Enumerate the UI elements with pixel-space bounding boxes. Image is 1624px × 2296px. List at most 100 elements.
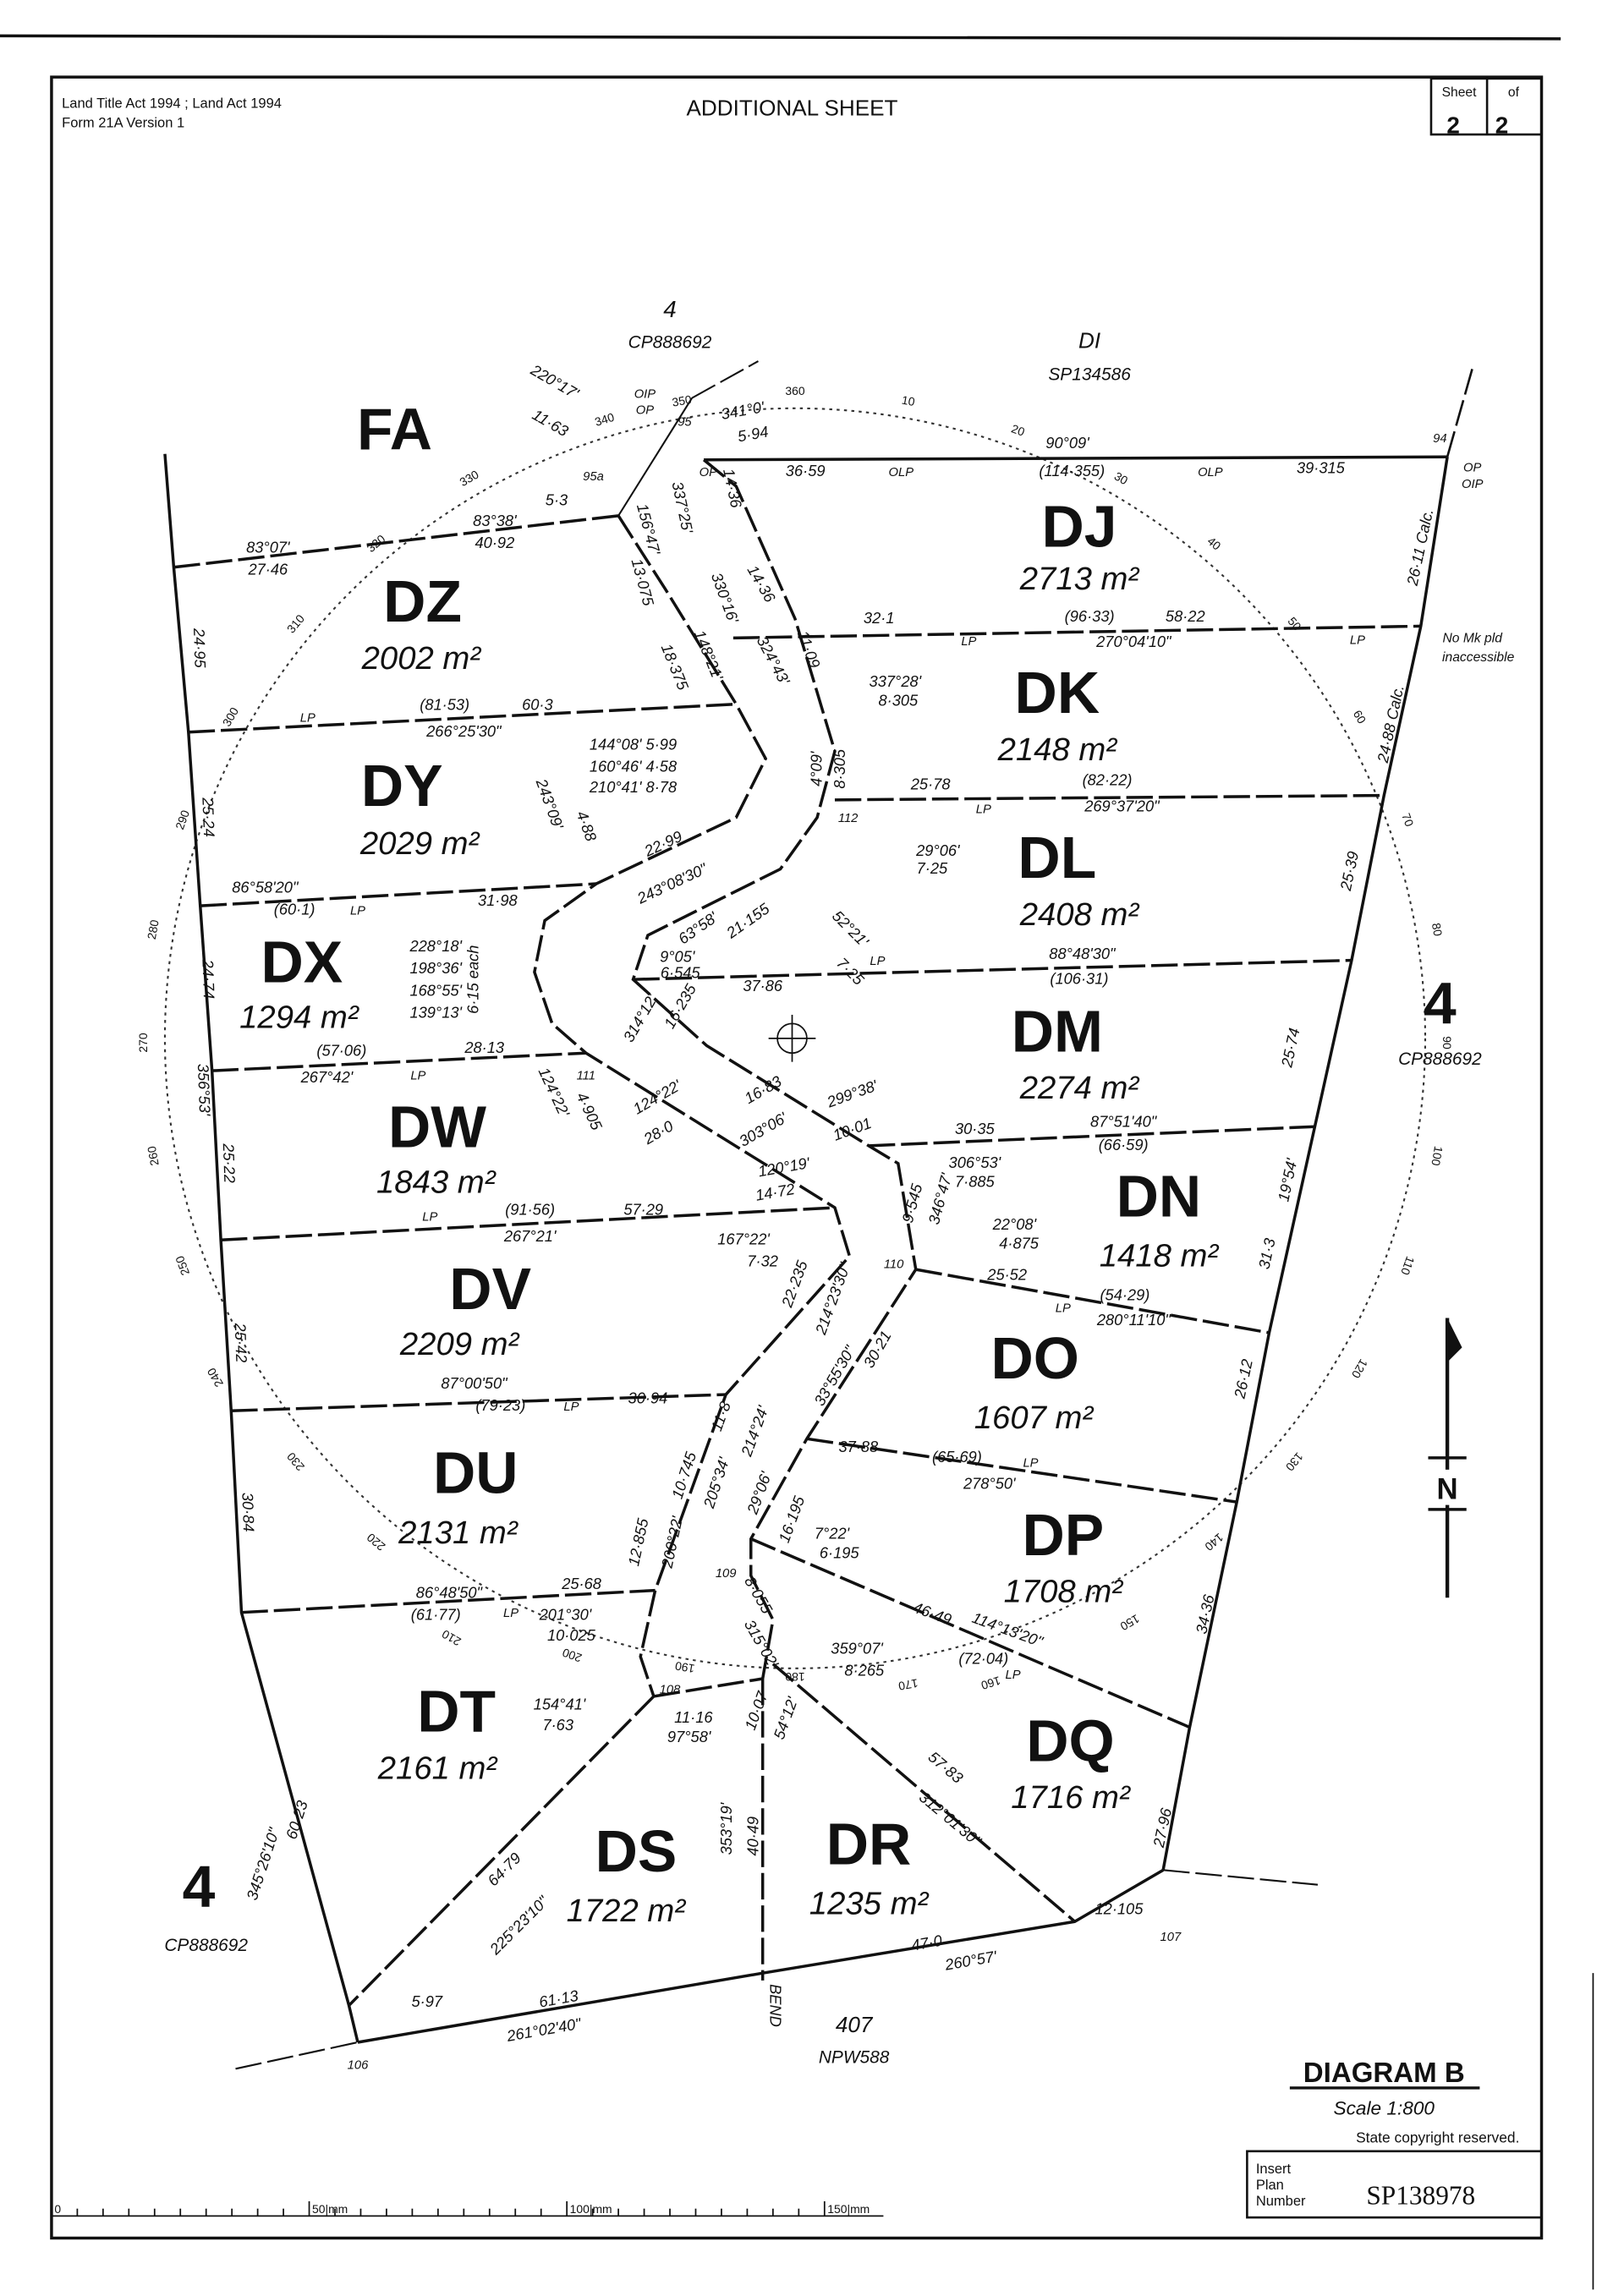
dimension-label: (66·59) [1099,1136,1149,1153]
lot-area-dt: 2161 m² [377,1750,498,1786]
bearing-ring-label: 160 [979,1674,1002,1692]
lot-area-du: 2131 m² [398,1515,518,1551]
bearing-ring-label: 140 [1202,1531,1226,1553]
adjoining-plan: CP888692 [628,332,712,352]
copyright-notice: State copyright reserved. [1356,2129,1519,2145]
outer-boundary [163,360,1473,2070]
dimension-label: (65·69) [932,1448,982,1466]
dimension-label: 37·86 [743,977,783,995]
dimension-label: 214°24' [737,1403,771,1459]
dimension-label: 26·11 Calc. [1403,507,1437,588]
bearing-ring-label: 90 [1440,1036,1454,1049]
dimension-label: 7·25 [833,954,868,989]
dimension-label: 5·94 [736,422,770,445]
bearing-ring-label: 290 [173,808,192,831]
dimension-label: 6·195 [820,1543,860,1561]
dimension-label: 346°47' [924,1171,955,1226]
dimension-label: 114°13'20" [970,1608,1046,1651]
dimension-label: 27·96 [1149,1806,1176,1849]
lot-area-dp: 1708 m² [1004,1574,1124,1610]
dimension-label: 25·74 [1277,1027,1303,1070]
dimension-label: LP [976,803,991,816]
dimension-label: 25·78 [910,775,952,793]
dimension-label: 52°21' [829,907,873,951]
plan-number: SP138978 [1366,2180,1475,2210]
dimension-label: 25·22 [220,1143,239,1183]
dimension-label: 243°08'30" [634,859,710,907]
bearing-ring-label: 70 [1399,811,1416,828]
dimension-label: 4·88 [573,808,601,844]
dimension-label: 210°41' 8·78 [589,778,678,796]
sheet-title: ADDITIONAL SHEET [686,95,897,120]
dimension-label: inaccessible [1442,650,1515,665]
dimension-label: 83°38' [473,512,517,529]
dimension-label: 25·52 [986,1265,1027,1283]
bearing-ring-label: 330 [457,468,480,490]
diagram-title: DIAGRAM B [1303,2058,1465,2089]
dimension-label: 337°25' [668,480,696,535]
bearing-ring-label: 110 [1398,1255,1418,1278]
dimension-label: OIP [1462,478,1484,491]
bearing-ring-label: 210 [439,1627,463,1649]
dimension-label: 58·22 [1166,607,1205,625]
lot-id-dn: DN [1116,1163,1202,1229]
dimension-label: (72·04) [958,1650,1008,1668]
dimension-label: 10·01 [831,1114,874,1144]
dimension-label: 124°22' [535,1065,573,1120]
dimension-label: 40·92 [475,534,515,551]
dimension-label: 108 [660,1683,681,1696]
dimension-label: 64·79 [484,1849,524,1889]
adjoining-plan: CP888692 [164,1936,248,1955]
dimension-label: 154°41' [534,1696,586,1713]
dimension-label: 306°53' [949,1153,1001,1171]
dimension-label: 28·13 [464,1038,504,1056]
lot-id-do: DO [991,1325,1079,1391]
lot-id-dl: DL [1018,825,1096,890]
bearing-ring-label: 260 [145,1145,162,1167]
dimension-label: 22·99 [641,827,685,860]
dimension-label: 110 [884,1258,904,1271]
dimension-label: 341°0' [720,397,766,423]
dimension-label: 7·25 [917,859,948,877]
adjoining-lot: 4 [663,296,677,322]
dimension-label: 144°08' 5·99 [590,736,677,753]
dimension-label: 10·745 [668,1449,700,1500]
dimension-label: OP [700,466,717,479]
act-line: Land Title Act 1994 ; Land Act 1994 [62,96,282,112]
dimension-label: OP [1463,462,1481,475]
dimension-label: LP [300,712,315,726]
dimension-label: LP [563,1400,579,1414]
crosshair-icon [768,1014,816,1062]
dimension-label: 278°50' [963,1474,1016,1492]
dimension-label: OIP [634,388,656,402]
sheet-total: 2 [1495,112,1509,138]
lot-id-dq: DQ [1026,1708,1114,1774]
lot-id-dz: DZ [383,568,462,634]
dimension-label: 337°28' [870,672,922,690]
lot-area-dl: 2408 m² [1019,896,1140,933]
dimension-label: 88°48'30" [1049,945,1116,962]
dimension-label: 228°18' [409,937,462,955]
dimension-label: (79·23) [475,1396,525,1414]
dimension-label: 243°09' [532,775,567,831]
dimension-label: 94 [1433,432,1446,446]
dimension-label: 107 [1160,1931,1182,1944]
dimension-label: OP [636,404,654,418]
bearing-ring-label: 280 [145,918,162,940]
lot-id-dw: DW [388,1094,486,1160]
dimension-label: 14·36 [720,467,745,510]
dimension-label: 280°11'10" [1096,1311,1172,1329]
dimension-label: LP [410,1070,425,1083]
bearing-ring-label: 40 [1204,534,1223,552]
lot-area-dv: 2209 m² [399,1326,520,1362]
fixed-text: Land Title Act 1994 ; Land Act 1994 Form… [62,95,897,130]
road-boundaries [533,458,918,1698]
dimension-label: 26·12 [1230,1357,1255,1400]
dimension-label: 21·155 [722,899,773,942]
sheet-number-box: Sheet of 2 2 [1429,77,1543,138]
adjoining-lot: FA [357,397,432,463]
bearing-ring-label: 20 [1010,421,1027,438]
dimension-label: 260°57' [943,1947,999,1974]
